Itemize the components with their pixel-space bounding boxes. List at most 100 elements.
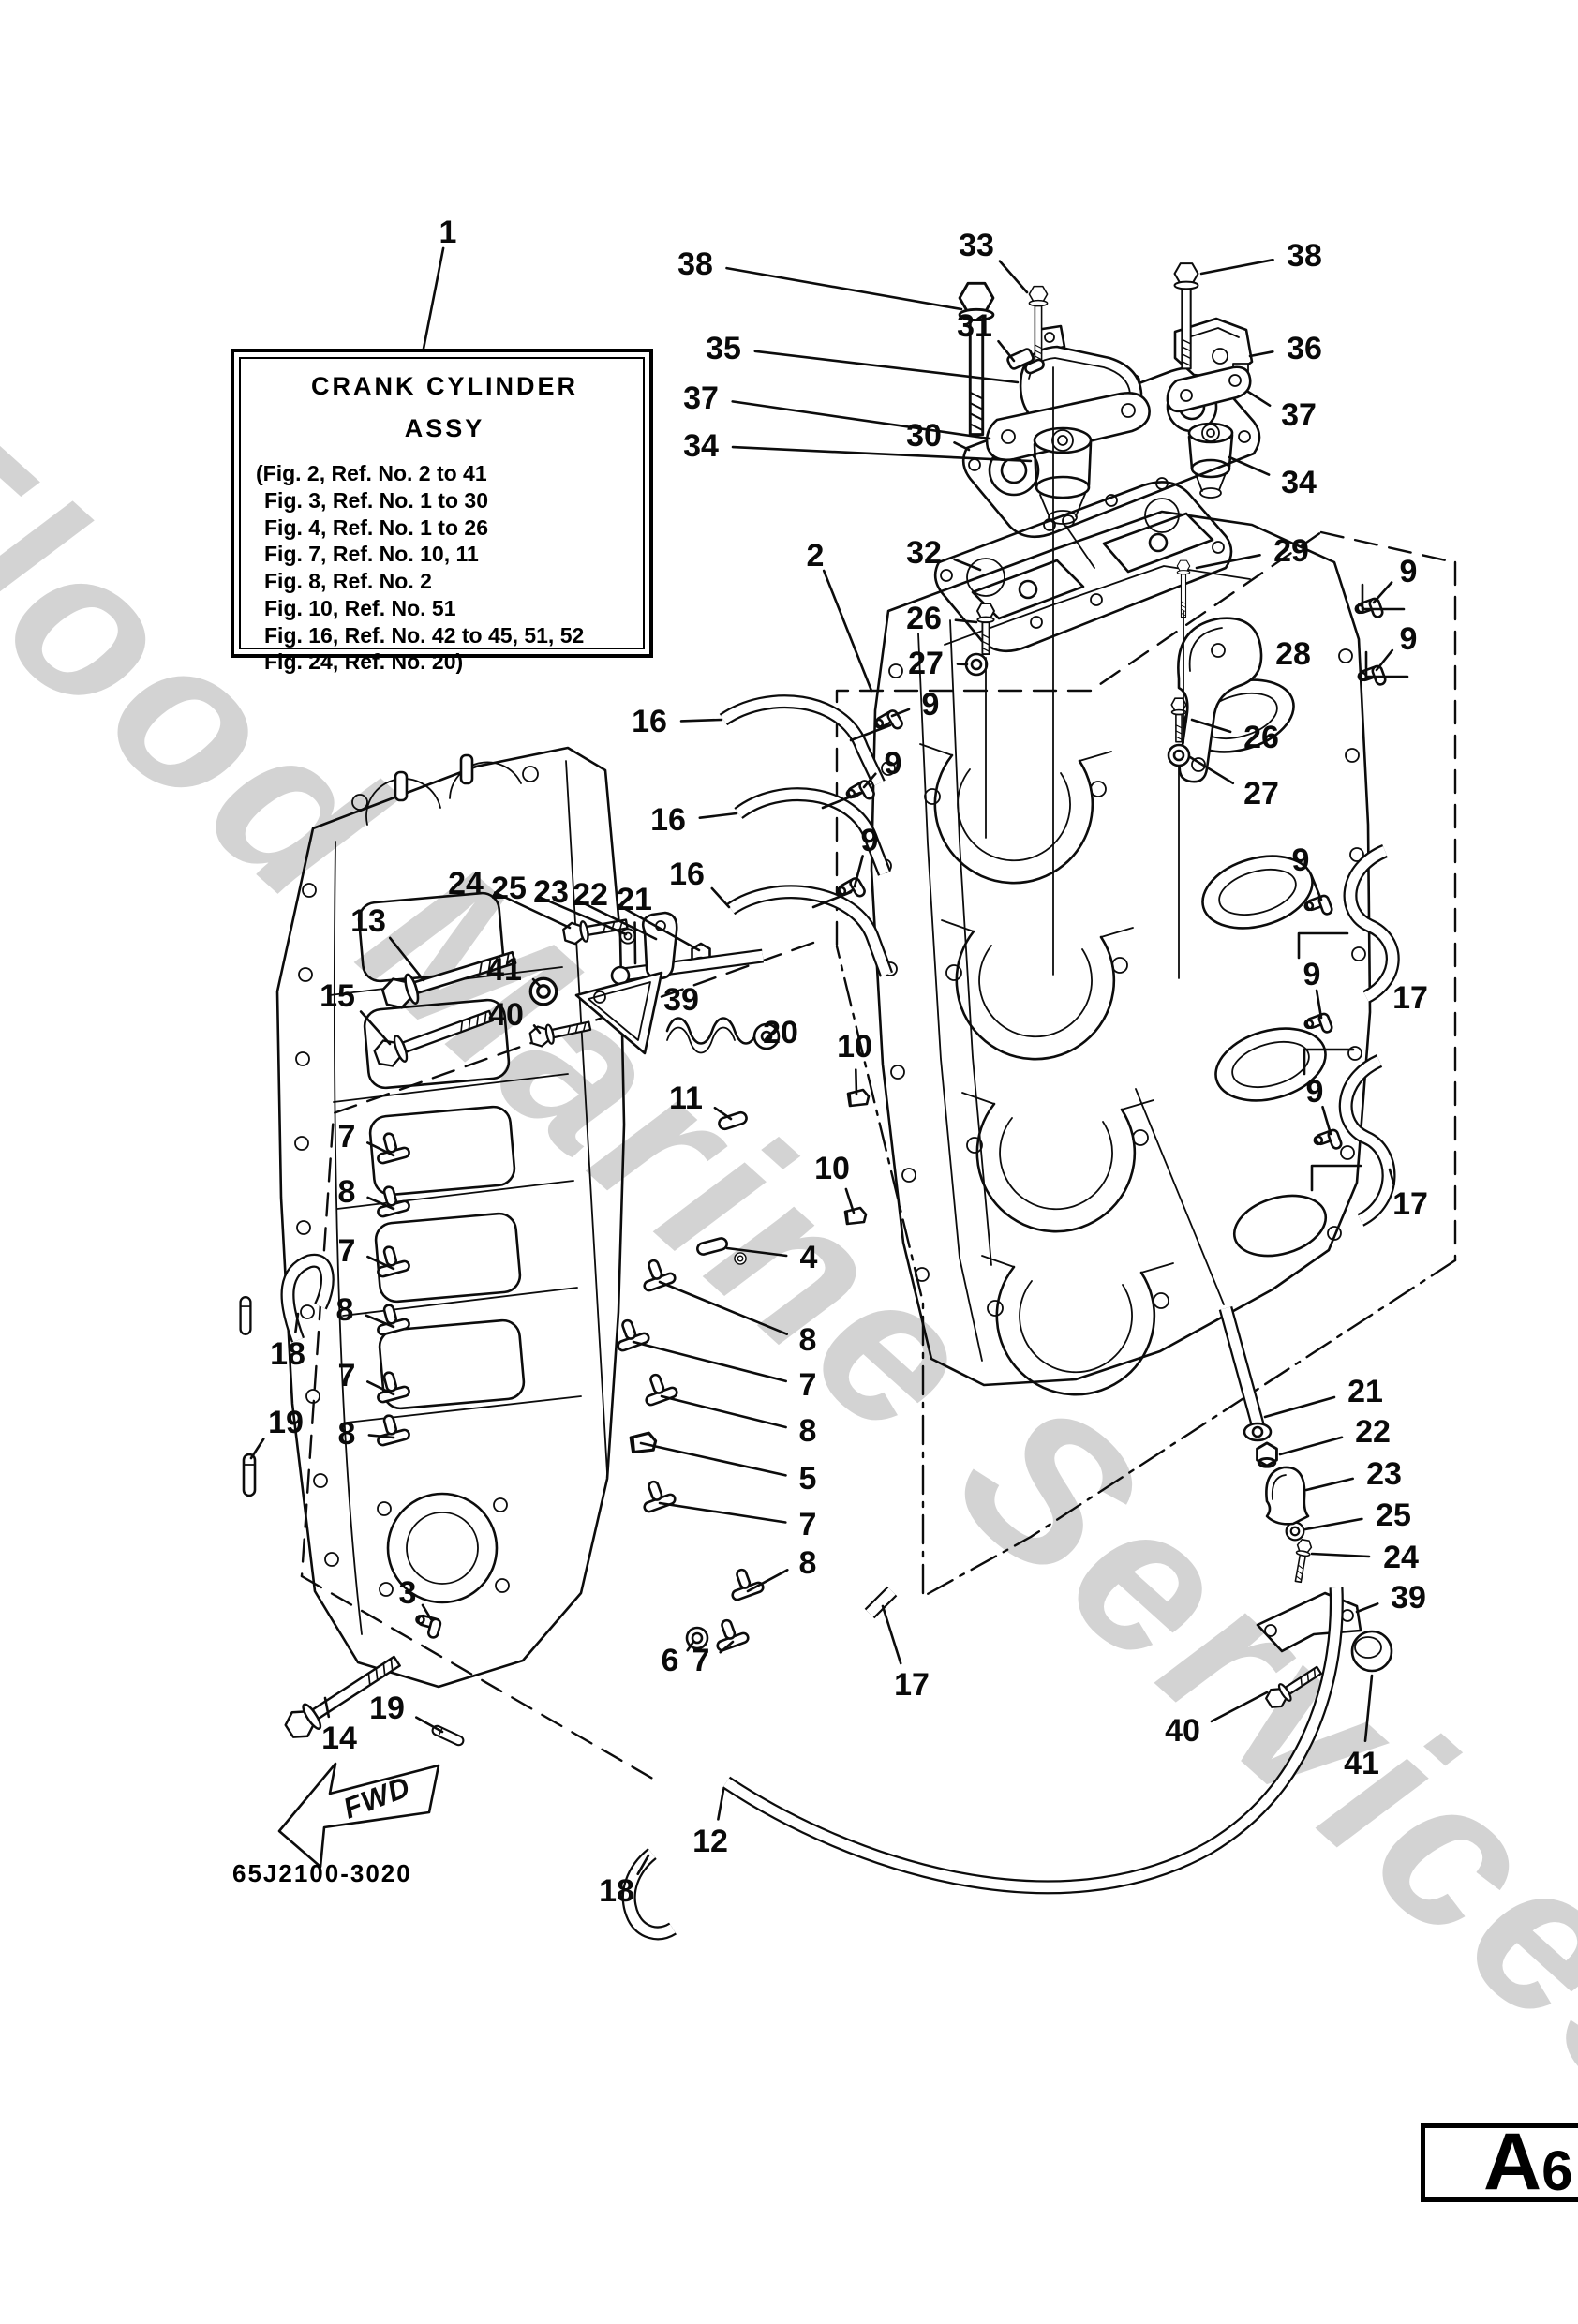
figure-ref: Fig. 3, Ref. No. 1 to 30	[264, 487, 488, 513]
bracket-art	[1166, 317, 1263, 783]
callout-22: 22	[573, 877, 608, 913]
callout-8: 8	[337, 1174, 356, 1210]
leader-line-6	[686, 1640, 695, 1652]
leader-line-26	[1190, 718, 1232, 734]
callout-32: 32	[906, 535, 942, 571]
leader-line-41	[1363, 1674, 1374, 1742]
leader-line-34	[731, 445, 1033, 463]
callout-35: 35	[706, 331, 741, 366]
leader-line-30	[953, 440, 971, 452]
callout-39: 39	[663, 982, 699, 1018]
fittings-art	[371, 596, 1388, 1653]
callout-9: 9	[921, 687, 940, 723]
leader-line-25	[1303, 1517, 1363, 1531]
callout-24: 24	[1383, 1540, 1419, 1575]
leader-line-32	[953, 558, 982, 572]
callout-40: 40	[488, 997, 524, 1033]
title-box: CRANK CYLINDER ASSY (Fig. 2, Ref. No. 2 …	[231, 349, 653, 674]
leader-line-16	[698, 812, 738, 820]
callout-33: 33	[959, 228, 994, 263]
leader-line-36	[1248, 350, 1274, 358]
leader-line-16	[679, 718, 723, 723]
callout-11: 11	[669, 1080, 703, 1116]
callout-9: 9	[1305, 1074, 1324, 1110]
cylinder-block-art	[870, 474, 1372, 1396]
callout-8: 8	[798, 1413, 817, 1449]
leader-line-17	[881, 1604, 902, 1665]
callout-25: 25	[1376, 1497, 1411, 1533]
leader-line-9	[1321, 1105, 1332, 1136]
callout-26: 26	[906, 601, 942, 636]
callout-7: 7	[692, 1643, 710, 1678]
leader-line-29	[1195, 553, 1261, 570]
callout-15: 15	[320, 978, 355, 1014]
leader-line-17	[1388, 1168, 1395, 1186]
callout-37: 37	[1281, 397, 1317, 433]
callout-7: 7	[337, 1119, 356, 1155]
leader-line-5	[639, 1441, 787, 1477]
crankcase-art	[275, 746, 626, 1689]
leader-line-37	[1246, 390, 1272, 408]
callout-9: 9	[884, 746, 902, 782]
callout-13: 13	[350, 903, 386, 939]
callout-16: 16	[669, 857, 705, 892]
callout-22: 22	[1355, 1414, 1391, 1450]
leader-line-8	[658, 1280, 789, 1335]
leader-line-7	[632, 1340, 788, 1383]
leader-line-34	[1228, 455, 1271, 476]
page-code-digit: 6	[1541, 2139, 1573, 2202]
leader-line-9	[1372, 581, 1393, 604]
leader-line-23	[1304, 1477, 1354, 1492]
callout-9: 9	[1291, 842, 1310, 878]
callout-1: 1	[439, 215, 457, 250]
leader-line-27	[1188, 755, 1235, 785]
callout-23: 23	[533, 874, 569, 910]
leader-line-14	[323, 1696, 331, 1719]
leader-line-21	[633, 921, 637, 965]
callout-20: 20	[763, 1015, 798, 1050]
callout-21: 21	[1347, 1374, 1383, 1409]
callout-18: 18	[599, 1873, 634, 1909]
leader-line-9	[1309, 872, 1323, 901]
page-code-letter: A	[1483, 2117, 1542, 2208]
callout-41: 41	[1344, 1746, 1379, 1781]
drawing-number: 65J2100-3020	[232, 1859, 412, 1887]
callout-34: 34	[1281, 465, 1317, 500]
leader-line-37	[731, 400, 991, 440]
callout-7: 7	[337, 1233, 356, 1269]
callout-10: 10	[814, 1151, 850, 1186]
callout-8: 8	[798, 1322, 817, 1358]
callout-30: 30	[906, 418, 942, 454]
callout-6: 6	[661, 1643, 679, 1678]
leader-line-22	[617, 903, 701, 952]
assembly-title-line1: CRANK CYLINDER	[311, 372, 578, 400]
callout-37: 37	[683, 380, 719, 416]
figure-references: (Fig. 2, Ref. No. 2 to 41 Fig. 3, Ref. N…	[256, 460, 633, 676]
leader-line-18	[294, 1312, 300, 1333]
callout-3: 3	[398, 1575, 417, 1611]
leader-line-8	[746, 1569, 789, 1593]
leader-line-2	[822, 569, 873, 693]
leader-line-7	[365, 1141, 395, 1157]
leader-line-24	[493, 891, 572, 930]
leader-line-7	[366, 1255, 395, 1271]
callout-23: 23	[1366, 1456, 1402, 1492]
callout-31: 31	[957, 308, 992, 344]
leader-line-1	[422, 246, 445, 350]
callout-2: 2	[806, 538, 825, 574]
callout-21: 21	[617, 882, 652, 917]
callout-14: 14	[321, 1721, 357, 1756]
leader-line-25	[537, 895, 628, 936]
leader-line-7	[658, 1501, 787, 1524]
leader-line-21	[1263, 1395, 1336, 1419]
fasteners-art	[280, 262, 1326, 1745]
callout-19: 19	[369, 1691, 405, 1726]
callout-17: 17	[1392, 1186, 1428, 1222]
leader-line-26	[954, 618, 978, 624]
figure-ref: Fig. 10, Ref. No. 51	[264, 595, 456, 620]
callout-25: 25	[491, 871, 527, 906]
leader-line-10	[844, 1187, 856, 1214]
leader-line-15	[359, 1010, 392, 1046]
callout-5: 5	[798, 1461, 817, 1497]
